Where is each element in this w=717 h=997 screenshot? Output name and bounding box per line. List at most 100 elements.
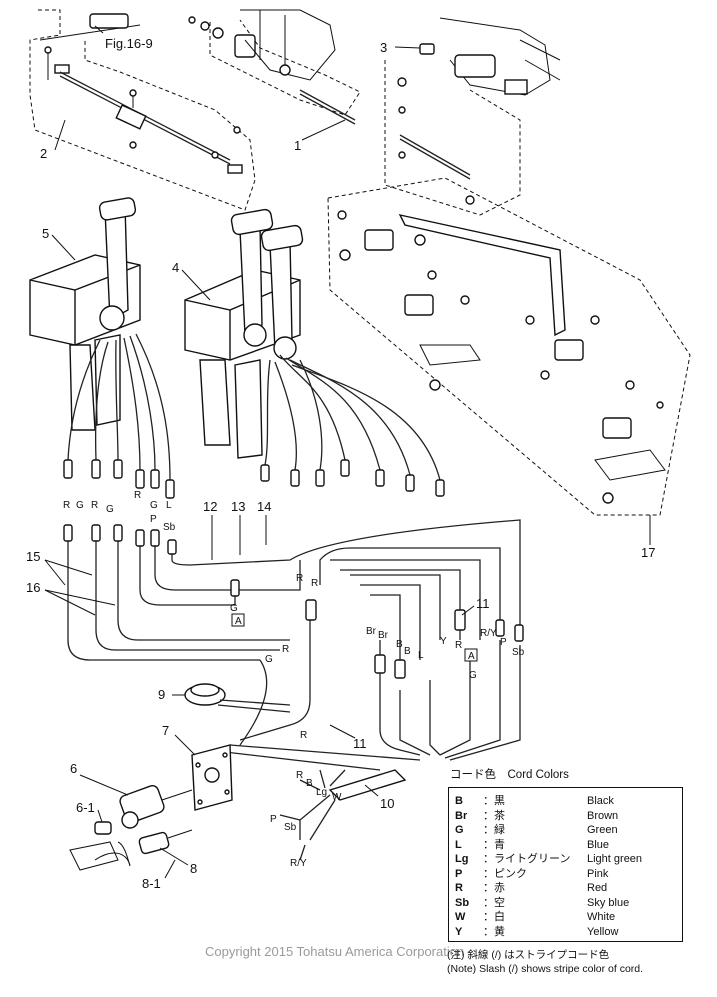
legend-english: Red <box>587 882 608 894</box>
legend-title: コード色 Cord Colors <box>450 769 569 781</box>
legend-code: Y <box>455 925 463 938</box>
legend-japanese: ：緑 <box>483 824 505 836</box>
wire-tag: R <box>296 573 303 584</box>
legend-japanese: ：茶 <box>483 809 505 822</box>
legend-english: Black <box>587 795 614 807</box>
connector-marker-a: A <box>468 651 475 662</box>
legend-row: Y ：黄 Yellow <box>449 925 682 940</box>
wire-tag: Sb <box>512 647 525 658</box>
callout-8: 8 <box>190 861 197 876</box>
legend-japanese: ：ライトグリーン <box>483 853 571 865</box>
callout-2: 2 <box>40 146 47 161</box>
wire-tag: L <box>166 500 172 511</box>
wire-tag: P <box>150 514 157 525</box>
legend-row: P ：ピンク Pink <box>449 867 682 882</box>
legend-code: P <box>455 867 463 880</box>
legend-code: Br <box>455 809 468 822</box>
wire-color-tags: R G R G R G P L Sb G R R Br Br B B L Y R… <box>63 490 525 869</box>
legend-code: Sb <box>455 896 470 909</box>
callout-15: 15 <box>26 549 40 564</box>
wire-tag: G <box>76 500 84 511</box>
fig-ref-label: Fig.16-9 <box>105 36 153 51</box>
switch-panel-7 <box>191 744 233 811</box>
legend-row: L ：青 Blue <box>449 838 682 853</box>
legend-row: R ：赤 Red <box>449 881 682 896</box>
wire-tag: R <box>91 500 98 511</box>
wire-tag: B <box>306 778 313 789</box>
connector-marker-a: A <box>235 616 242 627</box>
wire-tag: Br <box>366 626 377 637</box>
stop-switch-8 <box>69 829 193 871</box>
legend-code: G <box>455 824 464 836</box>
wire-tag: R <box>134 490 141 501</box>
callout-17: 17 <box>641 545 655 560</box>
single-lever-remote-control-5 <box>29 197 141 431</box>
wire-tag: L <box>418 650 424 661</box>
callout-labels: Fig.16-9 1 2 3 4 5 6 6-1 7 8 8-1 9 10 11… <box>26 36 655 891</box>
legend-english: Blue <box>587 838 610 851</box>
legend-japanese: ：黒 <box>483 795 505 807</box>
callout-4: 4 <box>172 260 179 275</box>
note-japanese: (注) 斜線 (/) はストライプコード色 <box>447 949 610 961</box>
wire-tag: R <box>63 500 70 511</box>
wire-tag: G <box>106 504 114 515</box>
callout-14: 14 <box>257 499 271 514</box>
wire-tag: G <box>469 670 477 681</box>
legend-english: Pink <box>587 867 609 880</box>
legend-japanese: ：青 <box>483 838 505 851</box>
wire-tag: B <box>404 646 411 657</box>
wire-tag: P <box>500 637 507 648</box>
callout-7: 7 <box>162 723 169 738</box>
main-switch-6 <box>119 784 193 829</box>
legend-english: Green <box>587 824 618 836</box>
legend-japanese: ：ピンク <box>483 867 527 880</box>
legend-row: Br ：茶 Brown <box>449 809 682 824</box>
legend-note: (注) 斜線 (/) はストライプコード色 (Note) Slash (/) s… <box>447 948 643 976</box>
wire-tag: R/Y <box>290 858 307 869</box>
wire-tag: R/Y <box>480 628 497 639</box>
legend-japanese: ：白 <box>483 911 505 923</box>
wire-tag: R <box>455 640 462 651</box>
legend-english: Yellow <box>587 925 619 938</box>
legend-row: B ：黒 Black <box>449 794 682 809</box>
key-6-1 <box>94 821 112 835</box>
shift-cable-3 <box>384 17 561 216</box>
wire-tag: Sb <box>163 522 176 533</box>
legend-row: Sb ：空 Sky blue <box>449 896 682 911</box>
wire-tag: R <box>296 770 303 781</box>
callout-10: 10 <box>380 796 394 811</box>
callout-6: 6 <box>70 761 77 776</box>
legend-code: L <box>455 838 462 851</box>
wire-tag: B <box>396 639 403 650</box>
callout-13: 13 <box>231 499 245 514</box>
callout-1: 1 <box>294 138 301 153</box>
legend-code: R <box>455 882 463 894</box>
callout-9: 9 <box>158 687 165 702</box>
mounting-bracket-17 <box>327 177 691 516</box>
legend-row: G ：緑 Green <box>449 823 682 838</box>
wire-tag: G <box>150 500 158 511</box>
callout-16: 16 <box>26 580 40 595</box>
dual-lever-remote-control-4 <box>184 208 304 459</box>
wire-tag: Sb <box>284 822 297 833</box>
wire-tag: R <box>282 644 289 655</box>
legend-japanese: ：赤 <box>483 882 505 894</box>
legend-japanese: ：空 <box>483 896 505 909</box>
callout-12: 12 <box>203 499 217 514</box>
legend-japanese: ：黄 <box>483 925 505 938</box>
callout-11-lower: 11 <box>353 736 367 751</box>
legend-english: Sky blue <box>587 896 630 909</box>
note-english: (Note) Slash (/) shows stripe color of c… <box>447 963 644 975</box>
copyright-watermark: Copyright 2015 Tohatsu America Corporati… <box>205 944 465 959</box>
legend-code: W <box>455 911 466 923</box>
wire-tag: R <box>311 578 318 589</box>
wire-tag: P <box>270 814 277 825</box>
legend-code: B <box>455 795 463 807</box>
legend-english: Brown <box>587 809 619 822</box>
legend-english: Light green <box>587 853 643 865</box>
cable-assembly-2 <box>29 9 256 211</box>
wire-tag: G <box>230 603 238 614</box>
